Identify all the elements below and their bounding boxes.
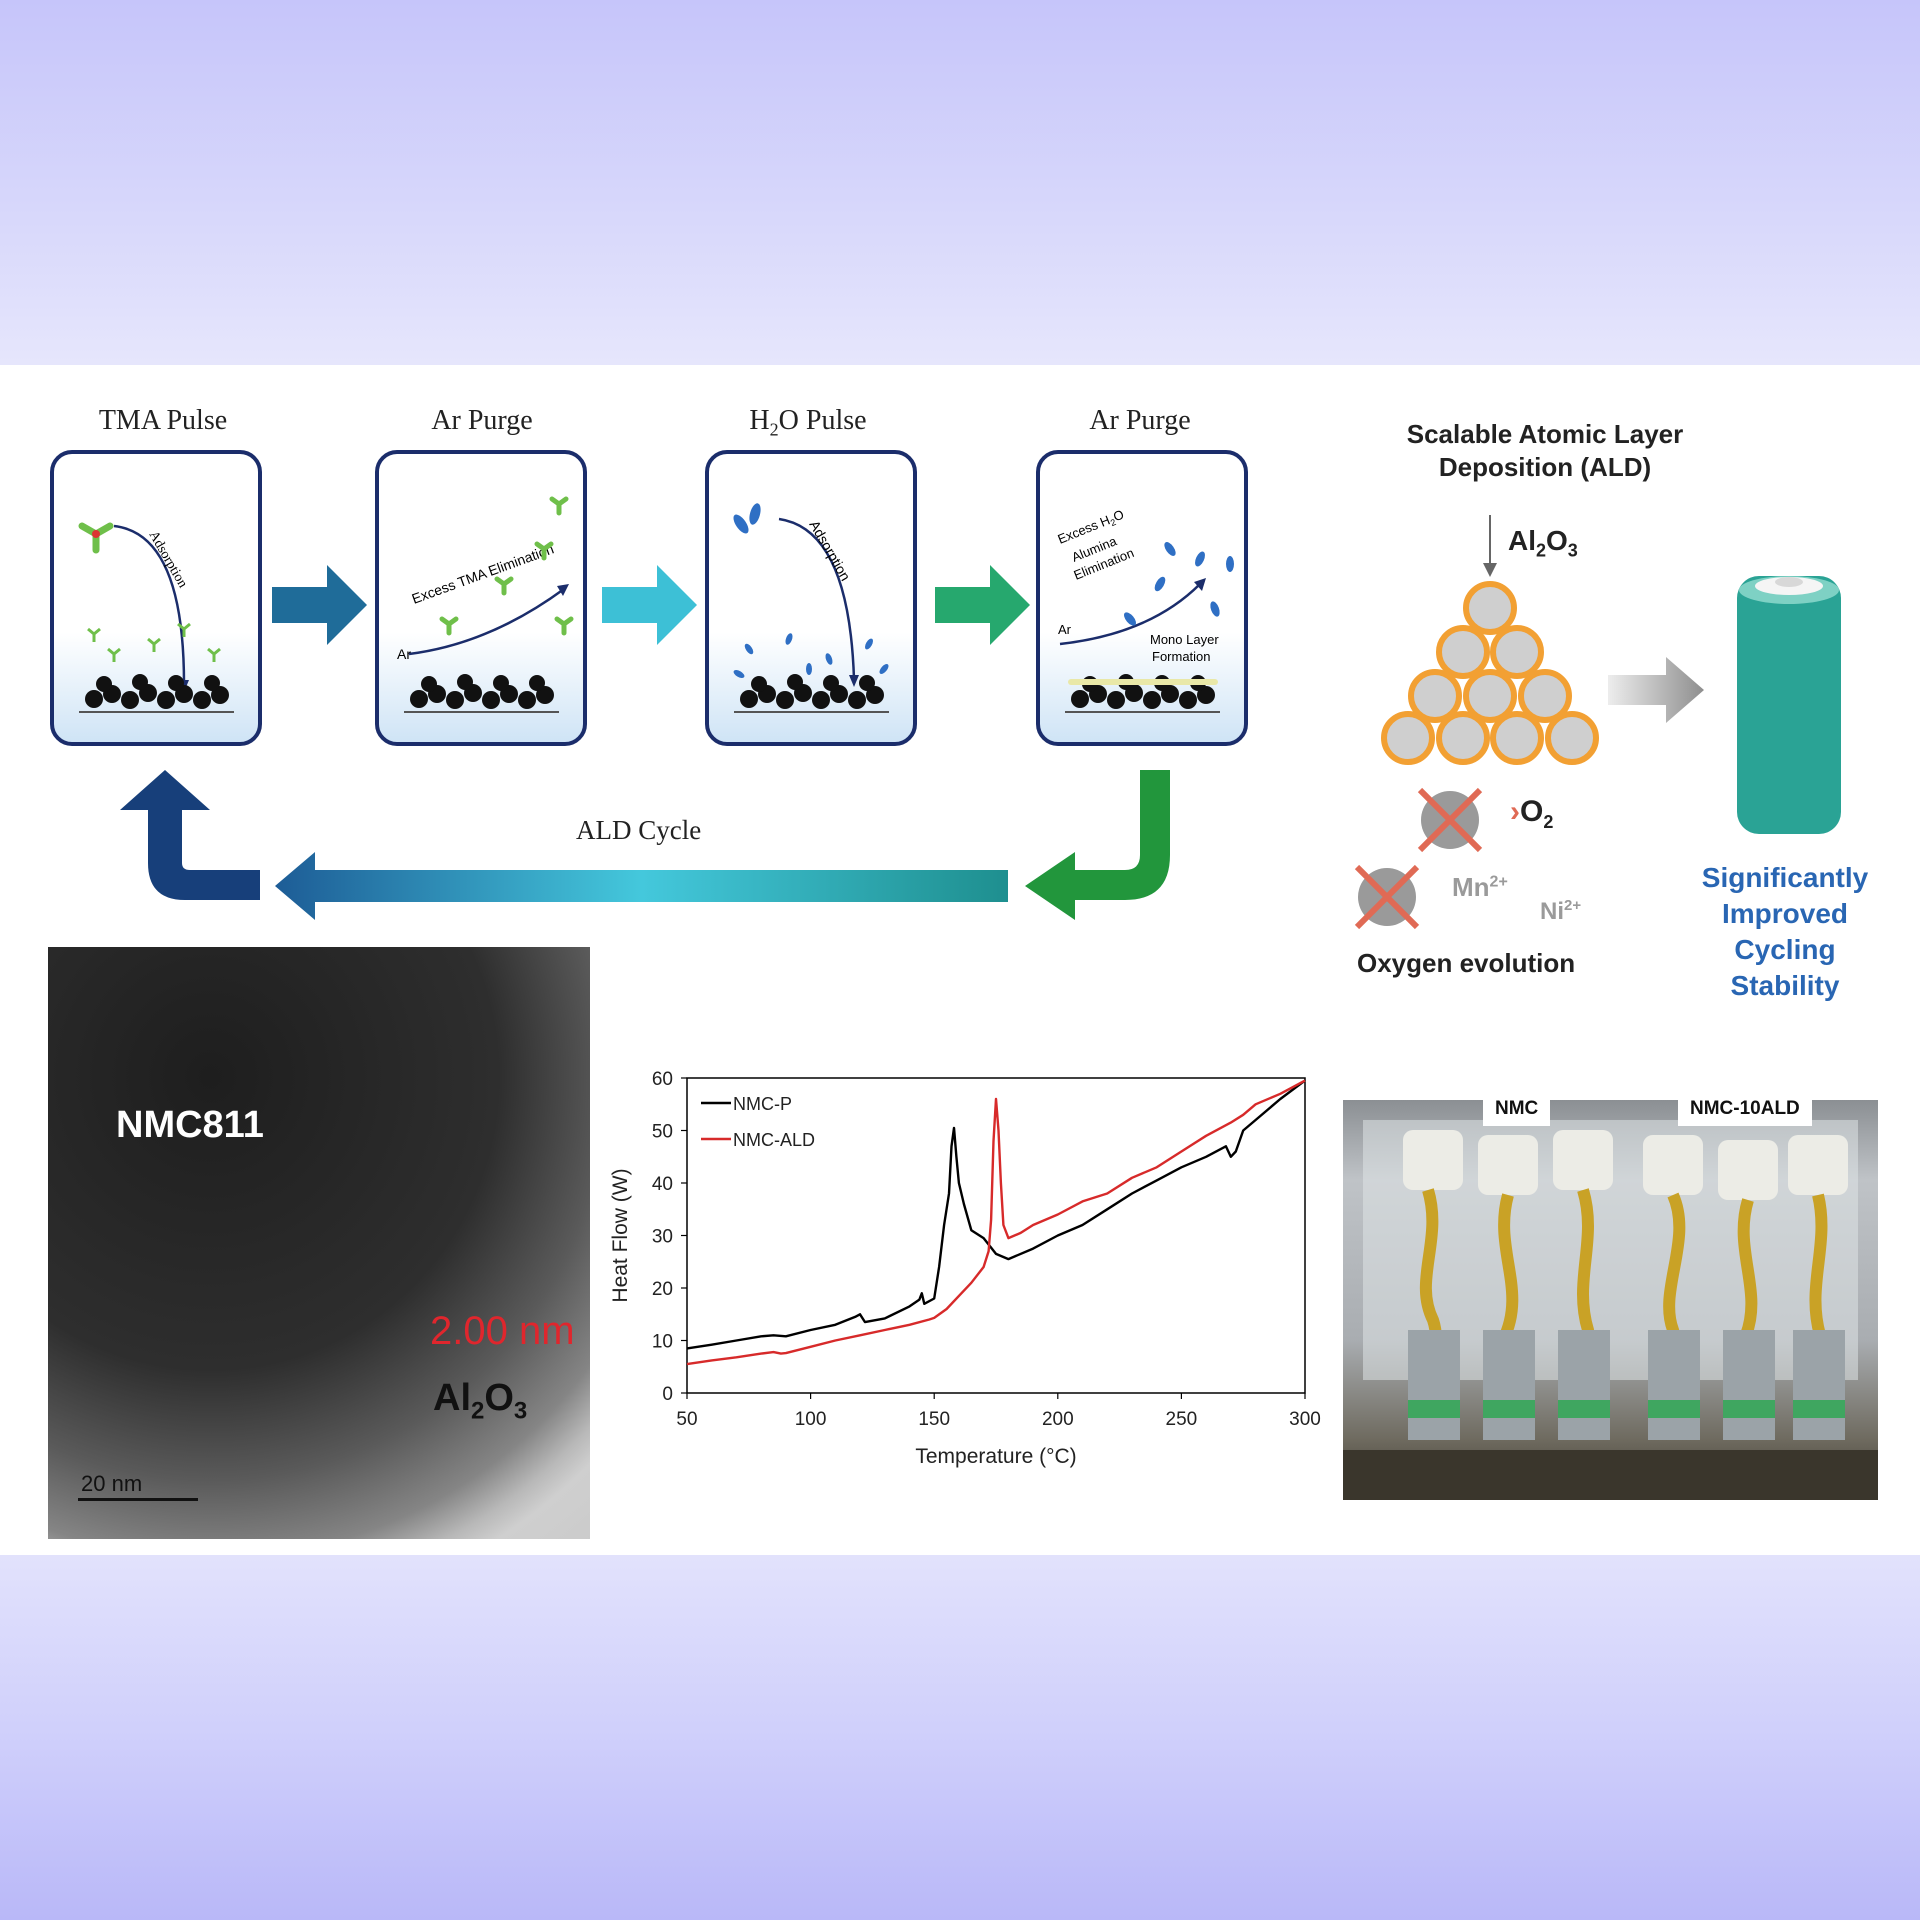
plot-frame (686, 1077, 1306, 1394)
legend-label-nmc-ald: NMC-ALD (733, 1130, 815, 1150)
svg-text:Mono Layer: Mono Layer (1150, 632, 1219, 647)
step-arrow-3 (935, 565, 1030, 645)
x-tick-label: 250 (1166, 1409, 1198, 1430)
crossed-particle-icon-1 (1417, 787, 1483, 853)
svg-text:Adsorption: Adsorption (806, 518, 853, 584)
bottom-gradient-band (0, 1555, 1920, 1920)
crossed-particle-icon-2 (1354, 864, 1420, 930)
x-tick-label: 200 (1042, 1409, 1074, 1430)
svg-text:Formation: Formation (1152, 649, 1211, 664)
y-axis-label: Heat Flow (W) (609, 1168, 632, 1302)
tma-molecule-icon (78, 522, 114, 554)
step-title-ar-purge-2: Ar Purge (1089, 405, 1191, 436)
ni-ion-label: Ni2+ (1540, 897, 1582, 925)
legend-label-nmc-p: NMC-P (733, 1094, 792, 1114)
step-arrow-1 (272, 565, 367, 645)
step-title-h2o-pulse: H2O Pulse (749, 405, 867, 440)
x-tick-label: 150 (918, 1409, 950, 1430)
tem-material-label: NMC811 (116, 1104, 264, 1146)
result-line-3: Cycling (1734, 934, 1836, 965)
summary-title-line1: Scalable Atomic Layer (1406, 419, 1684, 449)
tem-micrograph: NMC811 2.00 nm Al2O3 20 nm (48, 947, 590, 1539)
cell-photo: NMC NMC-10ALD (1343, 1100, 1878, 1500)
tem-scale-bar (78, 1498, 198, 1501)
chamber-ar-purge-1: Excess TMA Elimination Ar (375, 450, 587, 746)
photo-label-nmc: NMC (1483, 1100, 1551, 1126)
step-title-ar-purge-1: Ar Purge (431, 405, 533, 436)
photo-label-nmc-10ald: NMC-10ALD (1678, 1100, 1812, 1126)
y-tick-label: 40 (652, 1174, 673, 1195)
y-tick-label: 30 (652, 1227, 673, 1248)
svg-text:Ar: Ar (397, 646, 411, 662)
mn-ion-label: Mn2+ (1452, 872, 1508, 902)
coating-label: Al2O3 (1508, 525, 1578, 561)
o2-label: ›O2 (1510, 795, 1554, 832)
tem-coating-label: Al2O3 (433, 1377, 528, 1425)
step-title-tma-pulse: TMA Pulse (98, 405, 228, 436)
cell-row (1403, 1130, 1848, 1440)
y-tick-label: 60 (652, 1069, 673, 1090)
deposition-down-arrow (1483, 515, 1497, 577)
x-axis-label: Temperature (°C) (915, 1445, 1076, 1468)
summary-title: Scalable Atomic Layer Deposition (ALD) (1340, 418, 1750, 484)
oxygen-evolution-label: Oxygen evolution (1357, 948, 1576, 978)
summary-title-line2: Deposition (ALD) (1438, 452, 1652, 482)
chamber-ar-purge-2: Excess H2O Alumina Elimination Mono Laye… (1036, 450, 1248, 746)
result-line-1: Significantly (1701, 862, 1869, 893)
result-line-4: Stability (1730, 970, 1840, 1001)
improvement-arrow (1608, 657, 1704, 723)
result-text: Significantly Improved Cycling Stability (1680, 860, 1890, 1004)
chamber-tma-pulse: Adsorption (50, 450, 262, 746)
y-tick-label: 20 (652, 1279, 673, 1300)
result-line-2: Improved (1721, 898, 1849, 929)
water-molecule-icon (733, 503, 761, 534)
cell-photo-illustration (1343, 1120, 1878, 1500)
svg-text:Adsorption: Adsorption (146, 529, 190, 591)
y-tick-label: 0 (662, 1384, 673, 1405)
svg-text:Ar: Ar (1058, 622, 1072, 637)
step-arrow-2 (602, 565, 697, 645)
battery-icon (1737, 576, 1841, 834)
tem-thickness-label: 2.00 nm (430, 1309, 575, 1353)
ald-cycle-label: ALD Cycle (576, 815, 702, 845)
top-gradient-band (0, 0, 1920, 365)
x-tick-label: 100 (795, 1409, 827, 1430)
y-tick-label: 10 (652, 1332, 673, 1353)
x-tick-label: 50 (676, 1409, 697, 1430)
series-line-nmc-p (686, 1079, 1306, 1350)
coated-particles-pyramid (1381, 581, 1599, 765)
svg-text:Excess TMA Elimination: Excess TMA Elimination (410, 541, 556, 607)
dsc-chart: 50 100 150 200 250 300 0 10 20 30 40 50 60Temperatur… (609, 1069, 1321, 1468)
x-tick-label: 300 (1289, 1409, 1321, 1430)
series-line-nmc-ald (686, 1079, 1306, 1366)
tem-scale-bar-label: 20 nm (81, 1471, 143, 1496)
chamber-h2o-pulse: Adsorption (705, 450, 917, 746)
ald-cycle-arrows (120, 770, 1170, 920)
y-tick-label: 50 (652, 1122, 673, 1143)
